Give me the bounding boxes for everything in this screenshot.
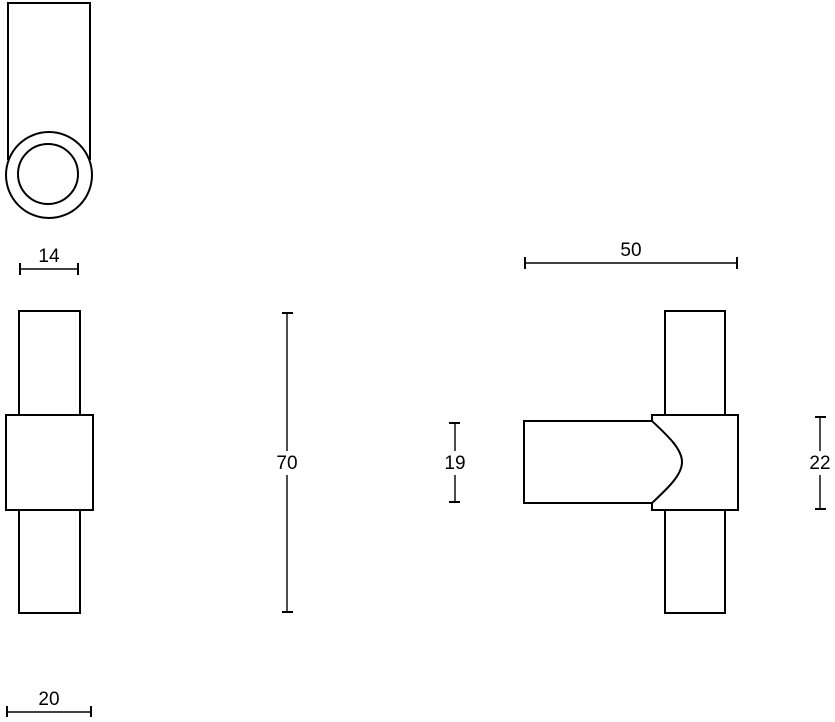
dimension-width-14: 14 — [19, 246, 79, 275]
side-view-center-block — [651, 414, 739, 511]
dimension-height-70: 70 — [276, 312, 298, 613]
dimension-label-22: 22 — [809, 453, 830, 474]
side-view-stem — [523, 420, 652, 504]
side-view-bar-top — [664, 310, 726, 416]
side-view-bar-bottom — [664, 509, 726, 614]
dimension-label-20: 20 — [38, 689, 59, 710]
dimension-label-19: 19 — [444, 453, 465, 474]
dimension-height-19: 19 — [444, 422, 466, 503]
dimension-label-50: 50 — [620, 240, 641, 261]
front-view — [5, 310, 94, 614]
front-view-bar-top — [18, 310, 81, 416]
dimension-label-14: 14 — [38, 246, 60, 267]
top-view — [5, 2, 93, 219]
top-view-bar-outline — [7, 2, 91, 160]
front-view-bar-bottom — [18, 509, 81, 614]
side-view — [523, 310, 739, 614]
dimension-height-22: 22 — [809, 416, 831, 510]
top-view-inner-circle — [17, 143, 79, 205]
dimension-label-70: 70 — [276, 453, 297, 474]
dimension-width-20: 20 — [6, 689, 92, 717]
top-view-outer-circle — [5, 131, 93, 219]
front-view-center-block — [5, 414, 94, 511]
dimension-length-50: 50 — [524, 240, 738, 269]
